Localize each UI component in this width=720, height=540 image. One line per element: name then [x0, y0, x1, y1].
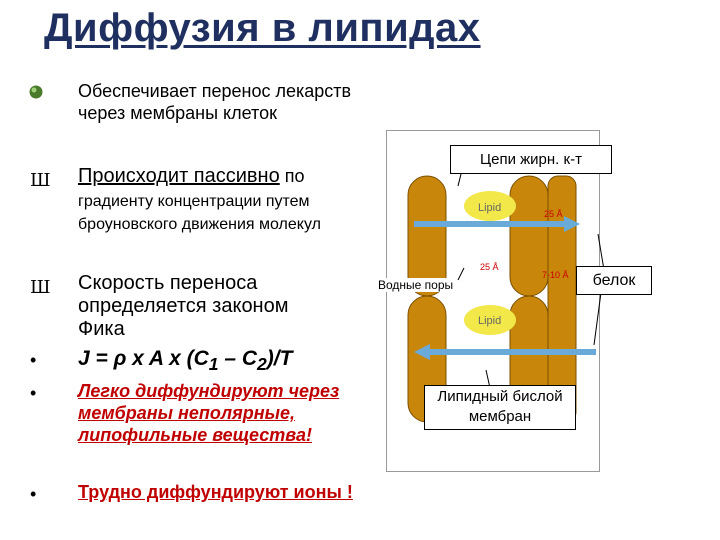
bullet-6-marker: •: [30, 484, 37, 504]
bullet-5-marker: •: [30, 383, 37, 403]
formula-sub-1: 1: [208, 354, 219, 375]
bullet-2-marker: Ш: [30, 170, 51, 191]
size-label-25a-pore: 25 Å: [480, 262, 499, 272]
bullet-4-marker: •: [30, 350, 37, 370]
bullet-6-text: Трудно диффундируют ионы !: [78, 482, 353, 502]
formula-part: J = ρ x A x (C: [78, 347, 209, 370]
bullet-2-underlined: Происходит пассивно: [78, 165, 280, 187]
formula-part: – C: [218, 347, 258, 370]
bullet-5-text: Легко диффундируют через мембраны неполя…: [78, 381, 340, 445]
lipid-oval: [464, 191, 516, 221]
pointer-line: [457, 267, 465, 281]
bullet-2-text: Происходит пассивно по: [78, 165, 388, 188]
lipid-label-top: Lipid: [478, 202, 501, 214]
bullet-3-marker: Ш: [30, 277, 51, 298]
formula-part: )/T: [266, 347, 293, 370]
lipid-label-bottom: Lipid: [478, 315, 501, 327]
formula-sub-2: 2: [257, 354, 267, 375]
arrow-left-head: [414, 344, 430, 360]
green-sphere-bullet-icon: [29, 85, 43, 99]
pointer-line: [597, 233, 605, 271]
label-water-pores: Водные поры: [378, 278, 454, 292]
label-lipid-bilayer: Липидный бислой мембран: [424, 385, 576, 430]
size-label-25a: 25 Å: [544, 209, 563, 219]
bullet-2-continuation: градиенту концентрации путем броуновског…: [78, 193, 321, 233]
bullet-1-text: Обеспечивает перенос лекарств через мемб…: [78, 81, 352, 123]
label-protein: белок: [576, 266, 652, 295]
bullet-2-rest: по: [279, 166, 305, 186]
bullet-3-text: Скорость переноса определяется законом Ф…: [78, 272, 289, 340]
arrow-right-head: [564, 216, 580, 232]
membrane-diagram: Lipid Lipid 25 Å 25 Å 7-10 Å: [407, 169, 605, 423]
lipid-oval: [464, 305, 516, 335]
fick-formula: J = ρ x A x (C1 – C2)/T: [78, 347, 292, 375]
size-label-7-10a: 7-10 Å: [542, 270, 569, 280]
page-title: Диффузия в липидах: [44, 6, 481, 50]
label-fatty-acid-chains: Цепи жирн. к-т: [450, 145, 612, 174]
